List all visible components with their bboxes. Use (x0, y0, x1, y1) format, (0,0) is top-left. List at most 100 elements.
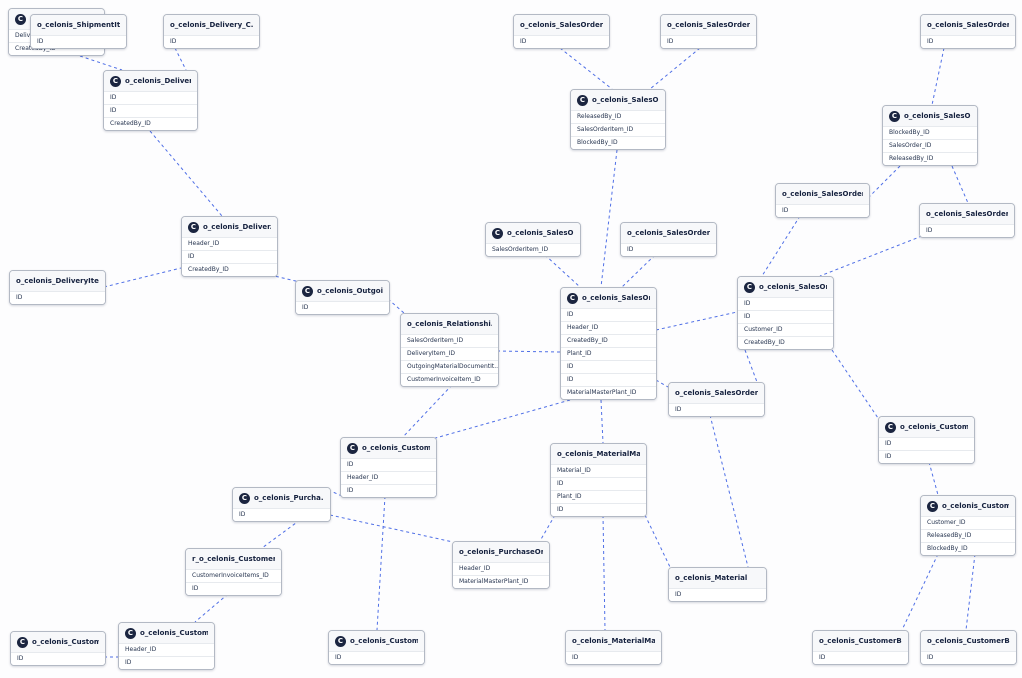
field-row[interactable]: ID (104, 104, 197, 117)
field-row[interactable]: Header_ID (453, 562, 549, 575)
entity-card[interactable]: Co_celonis_SalesOr...SalesOrderItem_ID (485, 222, 581, 257)
field-row[interactable]: CustomerInvoiceItem_ID (401, 373, 498, 386)
entity-card[interactable]: o_celonis_SalesOrderI...ID (513, 14, 610, 49)
field-row[interactable]: ID (921, 651, 1016, 664)
field-row[interactable]: ReleasedBy_ID (571, 110, 665, 123)
field-row[interactable]: Plant_ID (551, 490, 646, 503)
field-row[interactable]: ID (233, 508, 330, 521)
field-row[interactable]: ID (11, 652, 105, 665)
entity-card[interactable]: o_celonis_SalesOrderI...ID (660, 14, 757, 49)
field-row[interactable]: ID (920, 224, 1014, 237)
entity-card[interactable]: Co_celonis_SalesOr...IDIDCustomer_IDCrea… (737, 276, 834, 350)
field-row[interactable]: ID (182, 250, 277, 263)
entity-card[interactable]: o_celonis_DeliveryIte...ID (9, 270, 106, 305)
entity-card[interactable]: Co_celonis_Custom...ID (10, 631, 106, 666)
field-row[interactable]: ID (551, 503, 646, 516)
field-row[interactable]: ID (31, 35, 126, 48)
field-row[interactable]: ID (879, 437, 974, 450)
relationship-edge (600, 149, 618, 288)
field-row[interactable]: ID (669, 588, 766, 601)
entity-card[interactable]: o_celonis_SalesOrder...ID (920, 14, 1016, 49)
entity-card[interactable]: o_celonis_SalesOrderI...ID (668, 382, 765, 417)
field-row[interactable]: ID (10, 291, 105, 304)
field-row[interactable]: CustomerInvoiceItems_ID (186, 569, 281, 582)
field-row[interactable]: ID (776, 204, 869, 217)
field-row[interactable]: ID (341, 484, 436, 497)
field-row[interactable]: BlockedBy_ID (571, 136, 665, 149)
entity-card[interactable]: Co_celonis_SalesOr...ReleasedBy_IDSalesO… (570, 89, 666, 150)
entity-card[interactable]: o_celonis_MaterialMa...ID (565, 630, 662, 665)
entity-header: Co_celonis_Custom... (11, 632, 105, 652)
field-row[interactable]: ReleasedBy_ID (921, 529, 1015, 542)
field-row[interactable]: ID (669, 403, 764, 416)
field-row[interactable]: ID (561, 308, 656, 321)
field-row[interactable]: ID (813, 651, 908, 664)
entity-card[interactable]: Co_celonis_Custom...Customer_IDReleasedB… (920, 495, 1016, 556)
field-row[interactable]: ID (164, 35, 259, 48)
field-row[interactable]: BlockedBy_ID (921, 542, 1015, 555)
field-row[interactable]: ID (561, 360, 656, 373)
field-row[interactable]: ID (514, 35, 609, 48)
field-row[interactable]: Header_ID (561, 321, 656, 334)
entity-card[interactable]: o_celonis_SalesOrder...ID (919, 203, 1015, 238)
field-row[interactable]: Header_ID (341, 471, 436, 484)
entity-card[interactable]: r_o_celonis_Customer...CustomerInvoiceIt… (185, 548, 282, 596)
field-row[interactable]: Customer_ID (738, 323, 833, 336)
field-row[interactable]: SalesOrderItem_ID (401, 334, 498, 347)
field-row[interactable]: Plant_ID (561, 347, 656, 360)
field-row[interactable]: ID (879, 450, 974, 463)
entity-card[interactable]: o_celonis_Delivery_C...ID (163, 14, 260, 49)
entity-card[interactable]: o_celonis_CustomerBl...ID (812, 630, 909, 665)
field-row[interactable]: ID (921, 35, 1015, 48)
field-row[interactable]: ID (551, 477, 646, 490)
field-row[interactable]: CreatedBy_ID (182, 263, 277, 276)
entity-card[interactable]: o_celonis_SalesOrderI...ID (620, 222, 717, 257)
field-row[interactable]: ReleasedBy_ID (883, 152, 977, 165)
field-row[interactable]: OutgoingMaterialDocumentIt... (401, 360, 498, 373)
field-row[interactable]: ID (561, 373, 656, 386)
field-row[interactable]: MaterialMasterPlant_ID (453, 575, 549, 588)
field-row[interactable]: Customer_ID (921, 516, 1015, 529)
field-row[interactable]: Header_ID (182, 237, 277, 250)
field-row[interactable]: Header_ID (119, 643, 214, 656)
field-row[interactable]: ID (738, 310, 833, 323)
entity-card[interactable]: Co_celonis_Custom...ID (328, 630, 425, 665)
entity-card[interactable]: Co_celonis_Outgoin...ID (295, 280, 390, 315)
entity-card[interactable]: Co_celonis_SalesOr...BlockedBy_IDSalesOr… (882, 105, 978, 166)
field-row[interactable]: ID (104, 91, 197, 104)
entity-card[interactable]: o_celonis_Relationshi...SalesOrderItem_I… (400, 313, 499, 387)
field-row[interactable]: SalesOrderItem_ID (486, 243, 580, 256)
field-row[interactable]: ID (329, 651, 424, 664)
field-row[interactable]: DeliveryItem_ID (401, 347, 498, 360)
field-row[interactable]: CreatedBy_ID (738, 336, 833, 349)
entity-card[interactable]: o_celonis_CustomerBl...ID (920, 630, 1017, 665)
field-row[interactable]: CreatedBy_ID (561, 334, 656, 347)
field-row[interactable]: SalesOrder_ID (883, 139, 977, 152)
field-row[interactable]: SalesOrderItem_ID (571, 123, 665, 136)
field-row[interactable]: CreatedBy_ID (104, 117, 197, 130)
field-row[interactable]: BlockedBy_ID (883, 126, 977, 139)
field-row[interactable]: ID (296, 301, 389, 314)
field-row[interactable]: ID (661, 35, 756, 48)
entity-card[interactable]: o_celonis_ShipmentIt...ID (30, 14, 127, 49)
field-row[interactable]: ID (186, 582, 281, 595)
field-row[interactable]: ID (341, 458, 436, 471)
field-row[interactable]: ID (738, 297, 833, 310)
field-row[interactable]: ID (119, 656, 214, 669)
entity-card[interactable]: Co_celonis_SalesOr...IDHeader_IDCreatedB… (560, 287, 657, 400)
field-row[interactable]: MaterialMasterPlant_ID (561, 386, 656, 399)
field-row[interactable]: ID (566, 651, 661, 664)
field-row[interactable]: Material_ID (551, 464, 646, 477)
entity-card[interactable]: o_celonis_SalesOrder...ID (775, 183, 870, 218)
field-row[interactable]: ID (621, 243, 716, 256)
